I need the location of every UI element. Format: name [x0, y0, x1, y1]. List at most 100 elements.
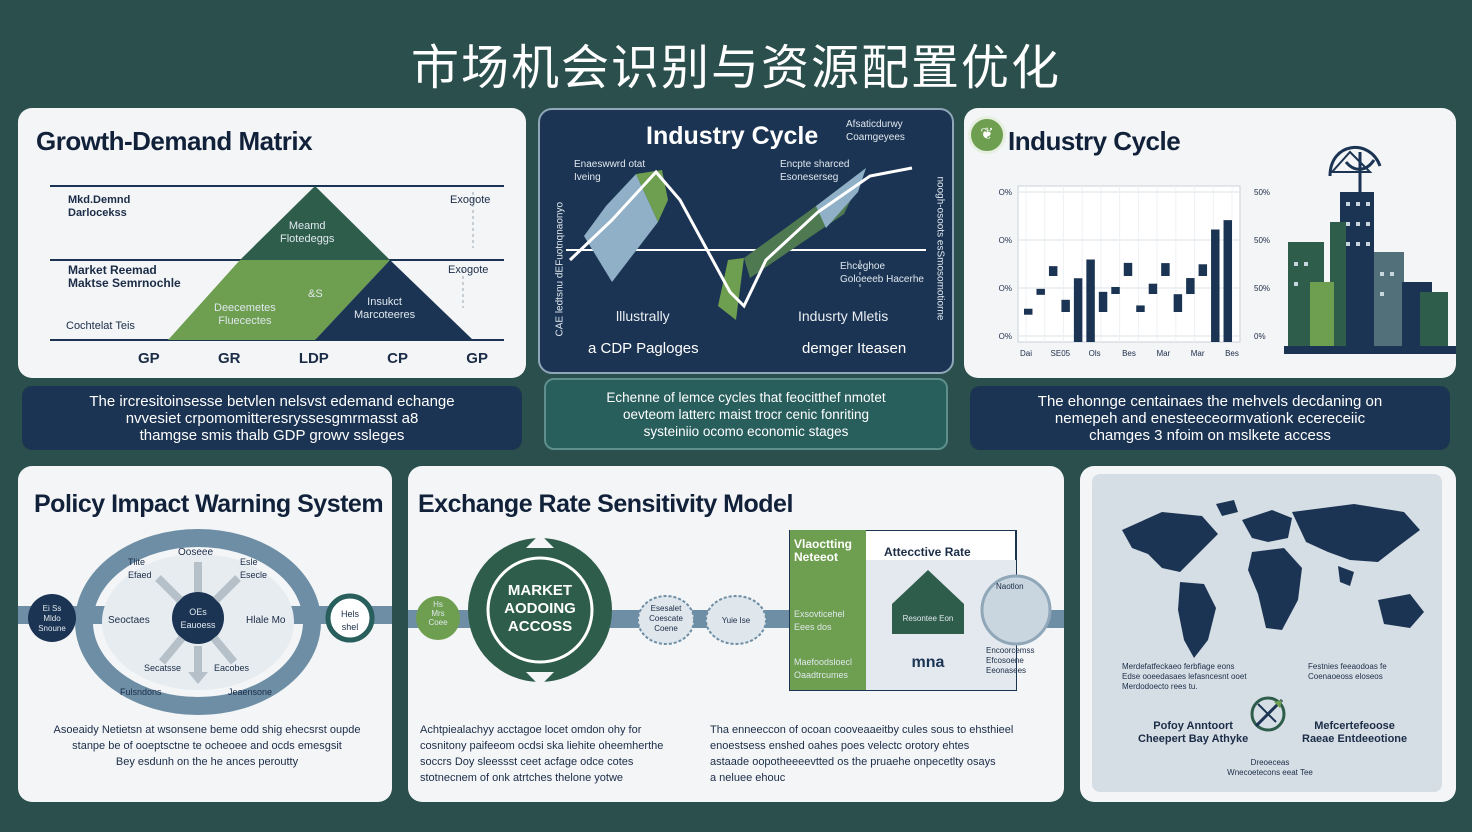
- cycle-label-left: lllustrally: [616, 308, 670, 324]
- exchange-box-left: Vlaoctting Neteeot: [794, 537, 853, 564]
- label-navy: Insukct Marcoteeres: [354, 296, 416, 321]
- exchange-bubble-right: Yuie Ise: [721, 616, 751, 625]
- chart-bar: [1048, 266, 1058, 276]
- policy-text: Asoeaidy Netietsn at wsonsene beme odd s…: [53, 724, 361, 768]
- exchange-title: Exchange Rate Sensitivity Model: [418, 490, 793, 518]
- cycle-chart-caption: The ehonnge centainaes the mehvels decda…: [970, 386, 1450, 450]
- chart-bar: [1098, 291, 1108, 312]
- cycle-wave: [566, 166, 926, 320]
- map-bottom-left: Pofoy Anntoort Cheepert Bay Athyke: [1138, 720, 1249, 745]
- green-quadrant: [168, 260, 390, 340]
- chart-x-tick: SE05: [1051, 349, 1071, 358]
- policy-diagram: [18, 529, 392, 715]
- axis-label: CP: [387, 350, 408, 367]
- chart-x-tick: Ols: [1089, 349, 1101, 358]
- chart-y-tick-left: O%: [999, 284, 1012, 293]
- label-green: Deecemetes Fluecectes: [214, 302, 276, 327]
- chart-bar: [1198, 264, 1208, 276]
- growth-matrix-diagram: [50, 185, 504, 341]
- policy-foot-left: Fulsndons: [120, 687, 162, 697]
- world-map: [1122, 500, 1424, 658]
- map-left-label: Merdefatfeckaeo ferbfiage eons Edse ooee…: [1122, 662, 1247, 691]
- cycle-bottom-right: demger Iteasen: [802, 340, 907, 357]
- leaf-icon: ❦: [980, 126, 994, 143]
- growth-matrix-panel: Growth-Demand Matrix Mkd.Demnd Darloceks…: [18, 108, 526, 378]
- map-panel: Merdefatfeckaeo ferbfiage eons Edse ooee…: [1080, 466, 1456, 802]
- chart-bar: [1111, 286, 1120, 294]
- policy-hub: OEs Eauoess: [180, 607, 216, 630]
- leaf-badge: ❦: [968, 116, 1006, 154]
- city-skyline-illustration: [1284, 145, 1456, 354]
- chart-bar: [1136, 305, 1145, 312]
- policy-title: Policy Impact Warning System: [34, 490, 384, 518]
- chart-x-tick: Mar: [1156, 349, 1170, 358]
- apex-triangle: [240, 186, 390, 260]
- exchange-left-node: Hs Mrs Coee: [428, 600, 448, 627]
- chart-bar: [1123, 262, 1133, 276]
- axis-label: GP: [466, 350, 488, 367]
- chart-y-tick-left: O%: [999, 236, 1012, 245]
- cycle-note-right: Ehceghoe Goloeeeb Hacerhe: [840, 261, 924, 285]
- policy-top: Ooseee: [178, 547, 214, 558]
- caption-text: The ehonnge centainaes the mehvels decda…: [1037, 392, 1383, 444]
- chart-bar: [1086, 259, 1095, 342]
- exchange-box-note: Naotlon: [996, 582, 1024, 591]
- policy-mid-right: Hlale Mo: [246, 615, 286, 626]
- policy-panel: Policy Impact Warning System Ooseee Tlit…: [18, 466, 392, 802]
- chart-y-tick-right: 0%: [1254, 332, 1266, 341]
- cycle-note-top-right: Afsaticdurwy Coamgeyees: [846, 119, 905, 143]
- axis-label: LDP: [298, 350, 329, 367]
- chart-bar: [1061, 299, 1070, 312]
- chart-x-tick: Bes: [1122, 349, 1136, 358]
- exchange-bubble-left: Esesalet Coescate Coene: [649, 604, 683, 633]
- label-mid-right: Exogote: [448, 264, 489, 276]
- chart-x-tick: Dai: [1020, 349, 1032, 358]
- policy-top-right: Esle Esecle: [240, 557, 268, 580]
- chart-x-tick: Mar: [1191, 349, 1205, 358]
- exchange-diagram: [408, 530, 1064, 691]
- chart-bar: [1148, 283, 1158, 294]
- chart-bar: [1073, 278, 1083, 342]
- policy-bottom-right: Eacobes: [214, 663, 250, 673]
- chart-y-tick-right: 50%: [1254, 284, 1270, 293]
- label-mid-left: Market Reemad Maktse Semrnochle: [68, 263, 181, 290]
- exchange-box-title: Attecctive Rate: [884, 545, 971, 559]
- chart-bar: [1036, 288, 1045, 295]
- chart-bar: [1211, 229, 1220, 342]
- cycle-navy-title: Industry Cycle: [646, 122, 819, 150]
- cycle-note-left: Enaeswwrd otat Iveing: [574, 159, 646, 183]
- exchange-box-green-1: Exsovticehel Eees dos: [794, 609, 845, 632]
- policy-left-node: Ei Ss Mldo Snoune: [38, 604, 66, 633]
- chart-bar: [1024, 308, 1033, 315]
- map-right-label: Festnies feeaodoas fe Coenaoeoss eloseos: [1308, 662, 1387, 681]
- chart-y-tick-left: O%: [999, 332, 1012, 341]
- chart-bar: [1223, 220, 1232, 342]
- exchange-text-left: Achtpiealachyy acctagoe locet omdon ohy …: [420, 724, 664, 784]
- label-apex: Meamd Flotedeggs: [280, 220, 335, 245]
- cycle-label-right: Indusrty Mletis: [798, 308, 889, 324]
- cycle-navy-panel: Industry Cycle Afsaticdurwy Coamgeyees E…: [538, 108, 954, 374]
- exchange-box-note2: Encoorcemss Efcosoene Eeonasees: [986, 646, 1035, 675]
- policy-foot-right: Jeaensone: [228, 687, 273, 697]
- navy-quadrant: [315, 260, 473, 340]
- exchange-text-right: Tha enneeccon of ocoan cooveaaeitby cule…: [710, 724, 1014, 784]
- caption-text: The ircresitoinsesse betvlen nelsvst ede…: [89, 392, 455, 444]
- policy-top-left: Tlite Efaed: [128, 557, 152, 580]
- cycle-chart-title: Industry Cycle: [1008, 126, 1181, 156]
- caption-text: Echenne of lemce cycles that feocitthef …: [606, 389, 886, 439]
- exchange-panel: Exchange Rate Sensitivity Model Hs Mrs C…: [408, 466, 1064, 802]
- matrix-axis: GP GR LDP CP GP: [138, 350, 488, 367]
- refresh-arrows-icon: [1250, 696, 1286, 732]
- chart-y-tick-right: 50%: [1254, 236, 1270, 245]
- chart-bar: [1173, 294, 1183, 312]
- exchange-box-tri: Resontee Eon: [902, 614, 954, 623]
- chart-y-tick-right: 50%: [1254, 188, 1270, 197]
- label-low-left: Cochtelat Teis: [66, 320, 135, 332]
- policy-right-node: Hels shel: [340, 609, 359, 632]
- cycle-navy-caption: Echenne of lemce cycles that feocitthef …: [544, 378, 948, 450]
- map-foot: Dreoeceas Wnecoetecons eeat Tee: [1227, 758, 1313, 777]
- axis-label: GR: [218, 350, 241, 367]
- chart-bar: [1186, 278, 1195, 294]
- cycle-note-mid: Encpte sharced Esoneserseg: [780, 159, 850, 183]
